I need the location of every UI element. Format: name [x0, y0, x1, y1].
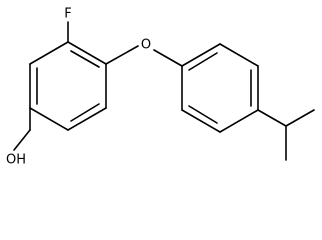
bond-ring1-c6-c1 — [29, 41, 69, 65]
fluorine-label: F — [64, 7, 71, 22]
double-bond-ring2-a — [188, 52, 218, 71]
left-benzene-ring — [29, 41, 107, 131]
bond-ring1-c1-c2 — [67, 41, 107, 65]
bond-ring2-ch — [257, 109, 287, 127]
bond-ring2-c4-c5 — [219, 109, 259, 133]
molecule-structure-diagram: F O OH — [6, 7, 315, 168]
bond-ring1-c4-c5 — [29, 107, 69, 131]
bond-o-ring2 — [153, 49, 183, 67]
bond-ring2-c2-c3 — [219, 43, 259, 67]
double-bond-ring1-a — [70, 50, 100, 68]
isopropyl-group — [257, 109, 315, 161]
bond-ring1-o — [105, 45, 139, 65]
right-benzene-ring — [181, 43, 259, 133]
double-bond-ring2-c — [188, 105, 218, 124]
bond-ch-methyl-up — [285, 109, 315, 127]
hydroxymethyl-group: OH — [6, 107, 31, 168]
bond-ring2-c5-c6 — [181, 109, 221, 133]
bond-ring1-c3-c4 — [67, 107, 107, 131]
bond-ring2-c1-c2 — [181, 43, 221, 67]
bond-ch2-oh — [13, 129, 31, 151]
hydroxyl-label: OH — [6, 153, 26, 168]
ether-oxygen-label: O — [141, 38, 151, 53]
double-bond-ring1-b — [70, 103, 100, 122]
